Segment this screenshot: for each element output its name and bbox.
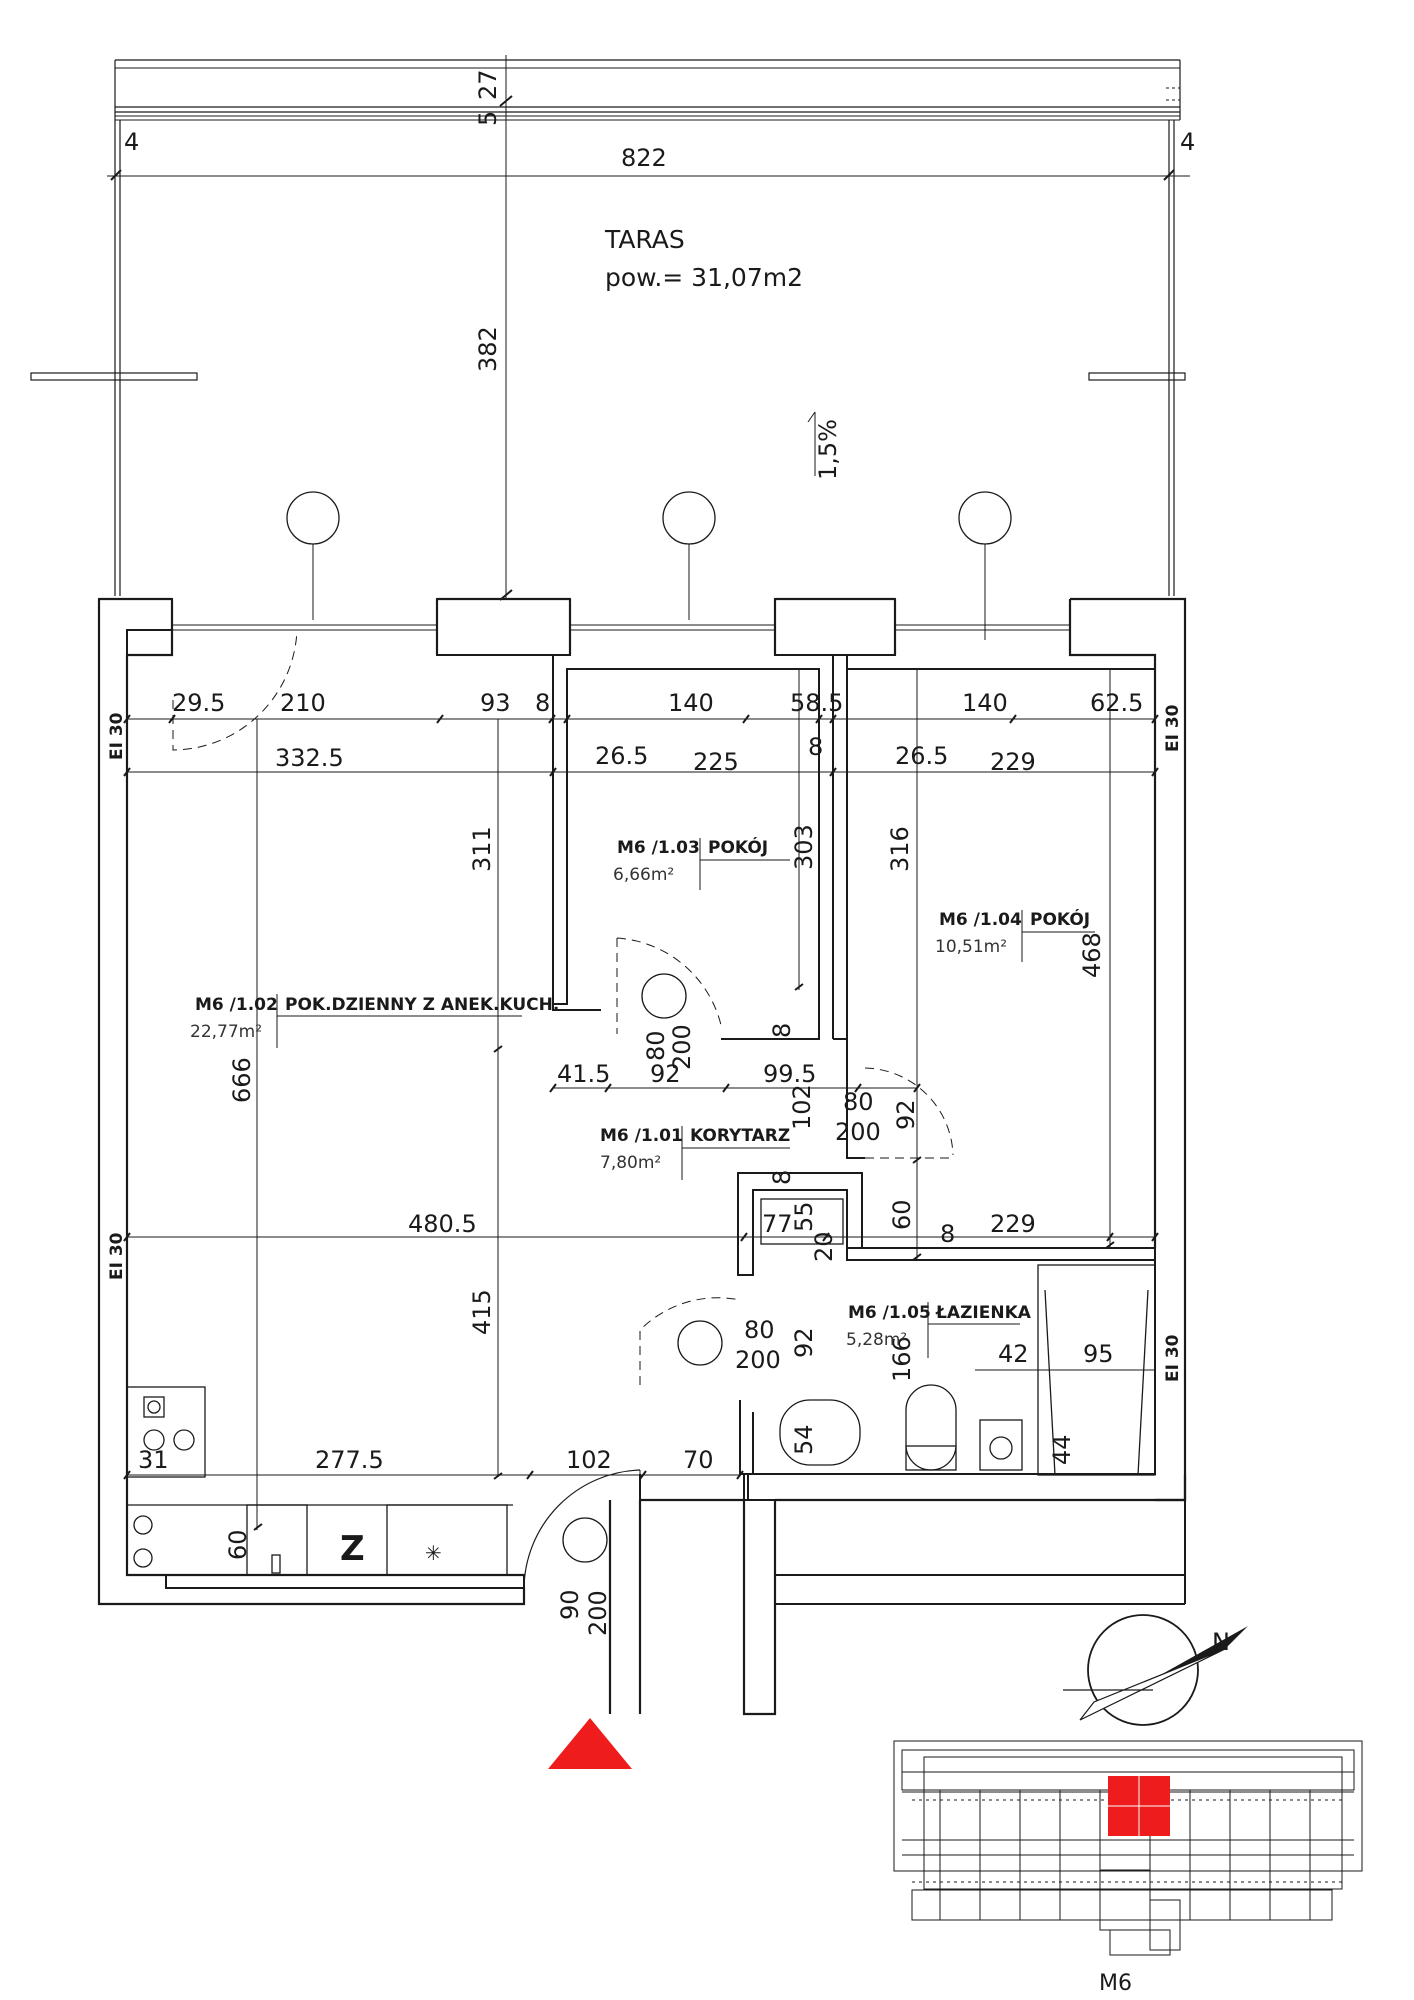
dim-t382: 382 xyxy=(474,326,502,372)
dim-t4-right: 4 xyxy=(1180,128,1195,156)
dim-332-5: 332.5 xyxy=(275,744,344,772)
dim-44: 44 xyxy=(1048,1434,1076,1465)
room-name: POK.DZIENNY Z ANEK.KUCH. xyxy=(285,995,559,1015)
dim-42: 42 xyxy=(998,1340,1029,1368)
dim-26-5a: 26.5 xyxy=(595,742,648,770)
dim-t822: 822 xyxy=(621,144,667,172)
dim-229a: 229 xyxy=(990,748,1036,776)
dim-200a: 200 xyxy=(668,1024,696,1070)
dim-225: 225 xyxy=(693,748,739,776)
dim-29-5: 29.5 xyxy=(172,689,225,717)
room-area: 22,77m² xyxy=(190,1022,262,1042)
dim-229b: 229 xyxy=(990,1210,1036,1238)
dim-480-5: 480.5 xyxy=(408,1210,477,1238)
dim-26-5b: 26.5 xyxy=(895,742,948,770)
dim-70: 70 xyxy=(683,1446,714,1474)
dim-80b: 80 xyxy=(843,1088,874,1116)
room-code: M6 /1.03 xyxy=(617,838,700,858)
dim-200b: 200 xyxy=(835,1118,881,1146)
room-label-1-01: M6 /1.01 KORYTARZ 7,80m² xyxy=(600,1126,790,1180)
dim-80c: 80 xyxy=(744,1316,775,1344)
dim-8d: 8 xyxy=(768,1170,796,1185)
room-area: 6,66m² xyxy=(613,865,674,885)
dim-77: 77 xyxy=(762,1210,793,1238)
dim-140a: 140 xyxy=(668,689,714,717)
dim-92b: 92 xyxy=(892,1099,920,1130)
apartment-label: M6 xyxy=(1099,1971,1132,1996)
room-label-1-03: M6 /1.03 POKÓJ 6,66m² xyxy=(613,836,790,890)
dim-t5: 5 xyxy=(474,111,502,126)
terrace-dimensions xyxy=(107,55,1190,601)
fire-rating-left-top: EI 30 xyxy=(107,712,127,760)
room-label-1-04: M6 /1.04 POKÓJ 10,51m² xyxy=(935,908,1095,962)
dim-80a: 80 xyxy=(642,1030,670,1061)
dim-210: 210 xyxy=(280,689,326,717)
room-code: M6 /1.05 xyxy=(848,1303,931,1323)
dim-20: 20 xyxy=(810,1231,838,1262)
dim-55: 55 xyxy=(790,1201,818,1232)
dim-666: 666 xyxy=(228,1057,256,1103)
fire-rating-left-bottom: EI 30 xyxy=(107,1232,127,1280)
room-area: 5,28m² xyxy=(846,1330,907,1350)
dim-54: 54 xyxy=(790,1424,818,1455)
dimension-ticks xyxy=(123,714,1159,1531)
dim-31: 31 xyxy=(138,1446,169,1474)
terrace xyxy=(30,59,1186,640)
doors xyxy=(172,629,954,1589)
room-name: POKÓJ xyxy=(708,836,768,858)
dim-60a: 60 xyxy=(888,1199,916,1230)
room-label-1-02: M6 /1.02 POK.DZIENNY Z ANEK.KUCH. 22,77m… xyxy=(190,994,559,1048)
dim-62-5: 62.5 xyxy=(1090,689,1143,717)
dim-102b: 102 xyxy=(566,1446,612,1474)
fire-rating-right-bottom: EI 30 xyxy=(1163,1334,1183,1382)
dim-93: 93 xyxy=(480,689,511,717)
room-name: POKÓJ xyxy=(1030,908,1090,930)
dim-41-5: 41.5 xyxy=(557,1060,610,1088)
dim-468: 468 xyxy=(1078,932,1106,978)
extractor-symbol: ✳ xyxy=(425,1541,442,1565)
dim-8c: 8 xyxy=(768,1023,796,1038)
dim-92a: 92 xyxy=(650,1060,681,1088)
dim-8b: 8 xyxy=(808,733,823,761)
dim-200c: 200 xyxy=(735,1346,781,1374)
key-plan xyxy=(893,1740,1363,1956)
dim-102: 102 xyxy=(788,1084,816,1130)
terrace-name: TARAS xyxy=(604,225,685,254)
room-label-1-05: M6 /1.05 ŁAZIENKA 5,28m² xyxy=(846,1302,1032,1358)
terrace-area: pow.= 31,07m2 xyxy=(605,263,803,292)
dim-95: 95 xyxy=(1083,1340,1114,1368)
dim-415: 415 xyxy=(468,1289,496,1335)
fridge-symbol: Z xyxy=(340,1529,365,1569)
dim-8e: 8 xyxy=(940,1220,955,1248)
entrance-arrow-icon xyxy=(548,1718,632,1769)
room-area: 7,80m² xyxy=(600,1153,661,1173)
interior-dimension-lines xyxy=(127,669,1155,1530)
terrace-slope: 1,5% xyxy=(814,419,842,480)
room-code: M6 /1.02 xyxy=(195,995,278,1015)
dim-90: 90 xyxy=(556,1589,584,1620)
room-code: M6 /1.01 xyxy=(600,1126,683,1146)
room-code: M6 /1.04 xyxy=(939,910,1022,930)
fire-rating-right-top: EI 30 xyxy=(1163,704,1183,752)
room-area: 10,51m² xyxy=(935,937,1007,957)
dim-311: 311 xyxy=(468,826,496,872)
dim-t4-left: 4 xyxy=(124,128,139,156)
dim-277-5: 277.5 xyxy=(315,1446,384,1474)
dim-58-5: 58.5 xyxy=(790,689,843,717)
dim-140b: 140 xyxy=(962,689,1008,717)
compass-icon xyxy=(1063,1614,1248,1726)
dim-92c: 92 xyxy=(790,1327,818,1358)
room-name: KORYTARZ xyxy=(690,1126,790,1146)
dim-303: 303 xyxy=(790,824,818,870)
dim-t27: 27 xyxy=(474,69,502,100)
dim-200d: 200 xyxy=(584,1590,612,1636)
room-name: ŁAZIENKA xyxy=(935,1303,1032,1323)
dim-60b: 60 xyxy=(224,1529,252,1560)
north-label: N xyxy=(1212,1628,1230,1656)
dim-99-5: 99.5 xyxy=(763,1060,816,1088)
dim-8a: 8 xyxy=(535,689,550,717)
dim-316: 316 xyxy=(886,826,914,872)
dim-166: 166 xyxy=(888,1336,916,1382)
